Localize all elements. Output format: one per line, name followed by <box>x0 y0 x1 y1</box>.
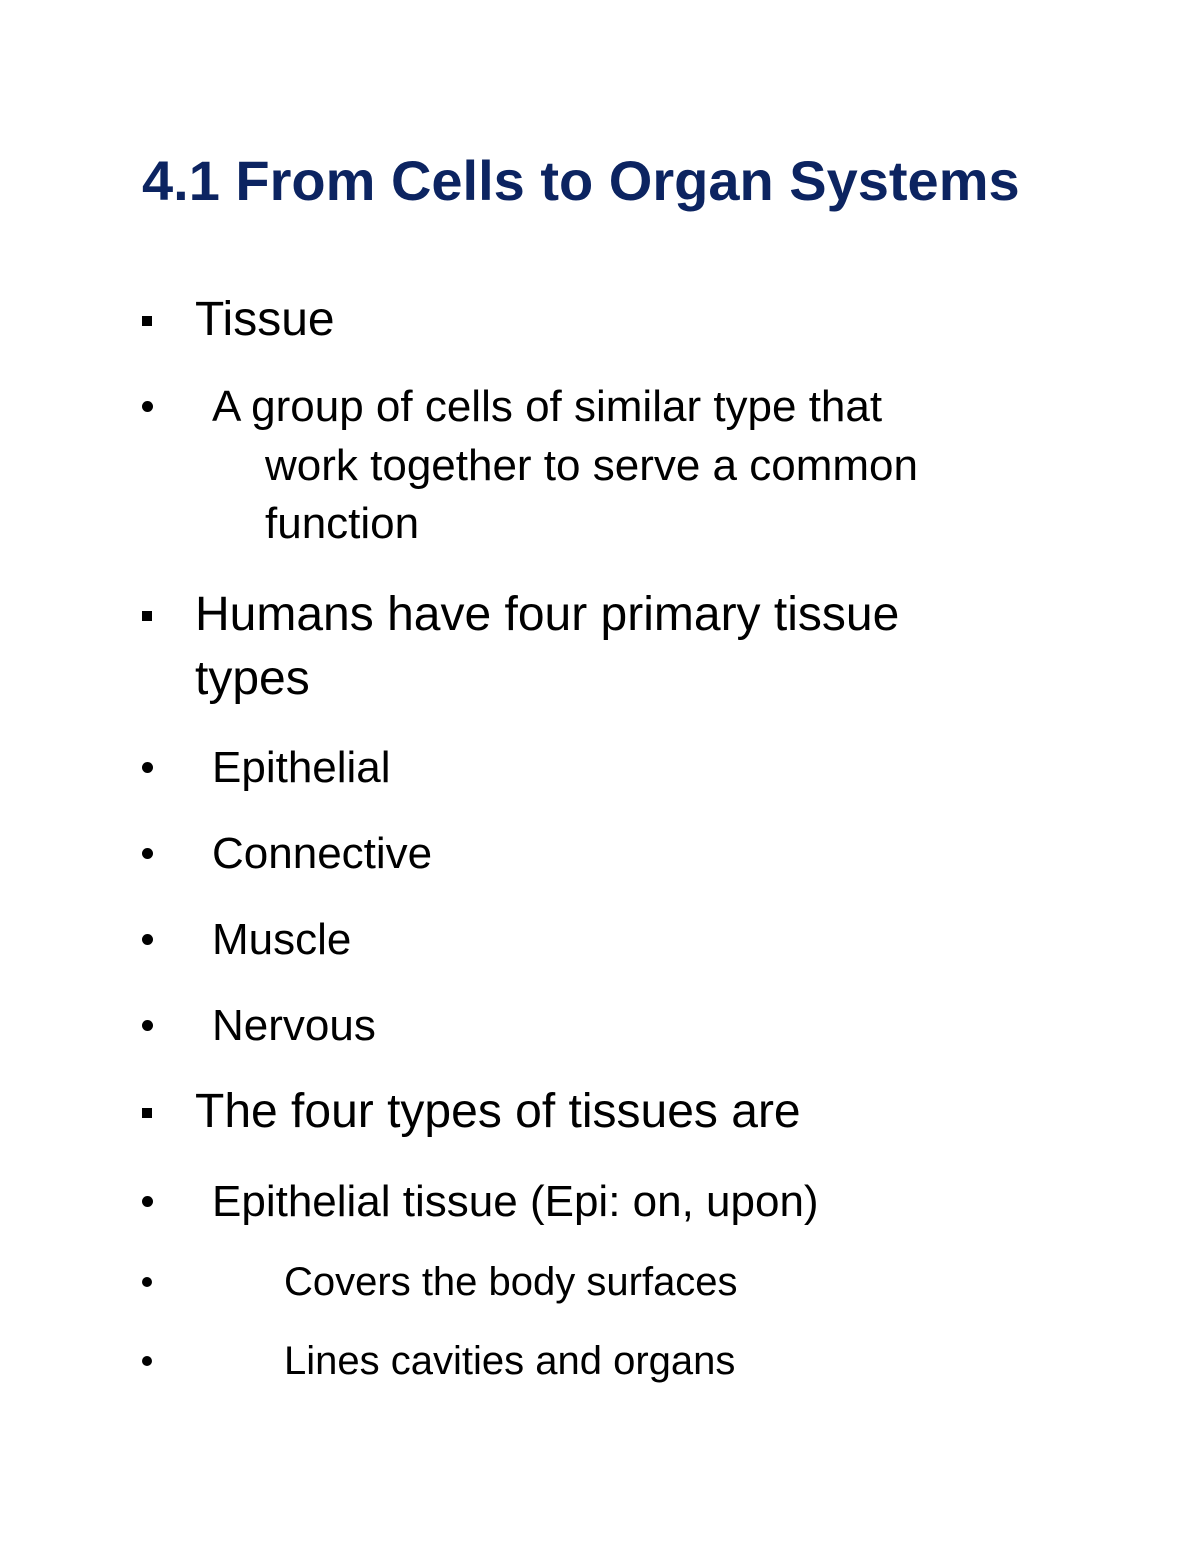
square-bullet-icon <box>142 1108 152 1118</box>
list-item-text-line-3: function <box>265 499 420 548</box>
list-item-text-line-1: Humans have four primary tissue <box>195 588 900 641</box>
round-bullet-icon <box>142 401 153 412</box>
square-bullet-icon <box>142 316 152 326</box>
list-item-text: Lines cavities and organs <box>284 1339 736 1383</box>
square-bullet-icon <box>142 611 152 621</box>
list-item-text: Nervous <box>212 1001 376 1050</box>
round-bullet-icon <box>142 1196 153 1207</box>
list-item-text-line-2: work together to serve a common <box>265 441 918 490</box>
round-bullet-icon <box>142 1277 152 1287</box>
round-bullet-icon <box>142 762 153 773</box>
list-item-text-line-1: A group of cells of similar type that <box>212 382 883 431</box>
list-item-text: Muscle <box>212 915 352 964</box>
round-bullet-icon <box>142 1020 153 1031</box>
list-item-text: Epithelial <box>212 743 391 792</box>
list-item-text: Covers the body surfaces <box>284 1260 738 1304</box>
round-bullet-icon <box>142 1356 152 1366</box>
list-item-text: Epithelial tissue (Epi: on, upon) <box>212 1177 819 1226</box>
list-item-text: Connective <box>212 829 433 878</box>
round-bullet-icon <box>142 848 153 859</box>
page-title: 4.1 From Cells to Organ Systems <box>142 149 1020 212</box>
round-bullet-icon <box>142 934 153 945</box>
list-item-text-line-2: types <box>195 652 310 705</box>
list-item-text: Tissue <box>195 293 335 346</box>
list-item-text: The four types of tissues are <box>195 1085 801 1138</box>
